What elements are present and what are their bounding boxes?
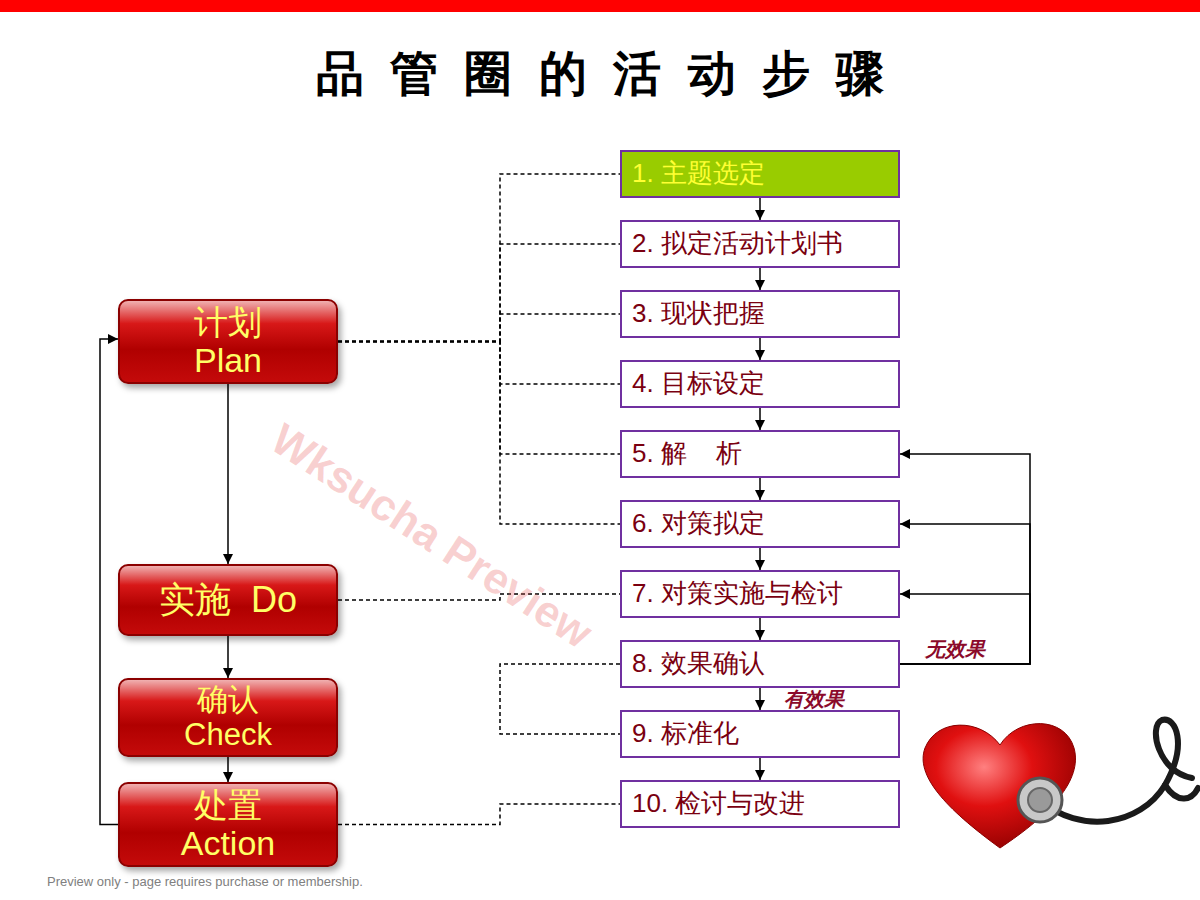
step-label: 7. 对策实施与检讨	[632, 578, 843, 609]
step-box: 3. 现状把握	[620, 290, 900, 338]
flow-arrow	[759, 198, 761, 220]
pdca-box: 计划 Plan	[118, 299, 338, 384]
preview-footer: Preview only - page requires purchase or…	[47, 874, 363, 889]
pdca-box: 实施 Do	[118, 564, 338, 636]
flow-arrow	[900, 524, 1030, 664]
dashed-link	[338, 342, 620, 385]
phase-label: 确认 Check	[163, 683, 293, 751]
step-box: 9. 标准化	[620, 710, 900, 758]
heart-illustration	[923, 720, 1198, 848]
step-label: 2. 拟定活动计划书	[632, 228, 843, 259]
step-label: 8. 效果确认	[632, 648, 765, 679]
flow-arrow	[759, 688, 761, 710]
dashed-link	[338, 804, 620, 825]
edge-label: 有效果	[782, 688, 846, 710]
pdca-box: 处置 Action	[118, 782, 338, 867]
phase-label: 实施 Do	[159, 580, 297, 620]
dashed-link	[338, 314, 620, 342]
dashed-link	[338, 244, 620, 342]
slide-title: 品管圈的活动步骤	[0, 42, 1200, 106]
flow-arrow	[100, 339, 118, 825]
step-label: 5. 解 析	[632, 438, 742, 469]
step-label: 1. 主题选定	[632, 158, 765, 189]
flow-arrow	[759, 618, 761, 640]
step-box: 6. 对策拟定	[620, 500, 900, 548]
flow-arrow	[759, 408, 761, 430]
flow-arrow	[759, 758, 761, 780]
step-label: 4. 目标设定	[632, 368, 765, 399]
step-label: 6. 对策拟定	[632, 508, 765, 539]
top-bar	[0, 0, 1200, 12]
step-box: 10. 检讨与改进	[620, 780, 900, 828]
step-label: 9. 标准化	[632, 718, 739, 749]
flow-arrow	[227, 757, 229, 782]
step-box: 1. 主题选定	[620, 150, 900, 198]
step-label: 3. 现状把握	[632, 298, 765, 329]
pdca-box: 确认 Check	[118, 678, 338, 757]
phase-label: 处置 Action	[153, 787, 303, 862]
step-box: 2. 拟定活动计划书	[620, 220, 900, 268]
flow-arrow	[900, 594, 1030, 664]
flow-arrow	[759, 478, 761, 500]
dashed-link	[338, 342, 620, 455]
flow-arrow	[900, 454, 1030, 664]
step-box: 7. 对策实施与检讨	[620, 570, 900, 618]
dashed-link	[500, 664, 620, 734]
step-label: 10. 检讨与改进	[632, 788, 805, 819]
dashed-link	[338, 174, 620, 342]
flow-arrow	[759, 548, 761, 570]
step-box: 5. 解 析	[620, 430, 900, 478]
flow-arrow	[759, 268, 761, 290]
step-box: 8. 效果确认	[620, 640, 900, 688]
phase-label: 计划 Plan	[158, 304, 298, 379]
edge-label: 无效果	[923, 638, 987, 660]
flow-arrow	[227, 384, 229, 564]
flow-arrow	[227, 636, 229, 678]
flow-arrow	[759, 338, 761, 360]
step-box: 4. 目标设定	[620, 360, 900, 408]
